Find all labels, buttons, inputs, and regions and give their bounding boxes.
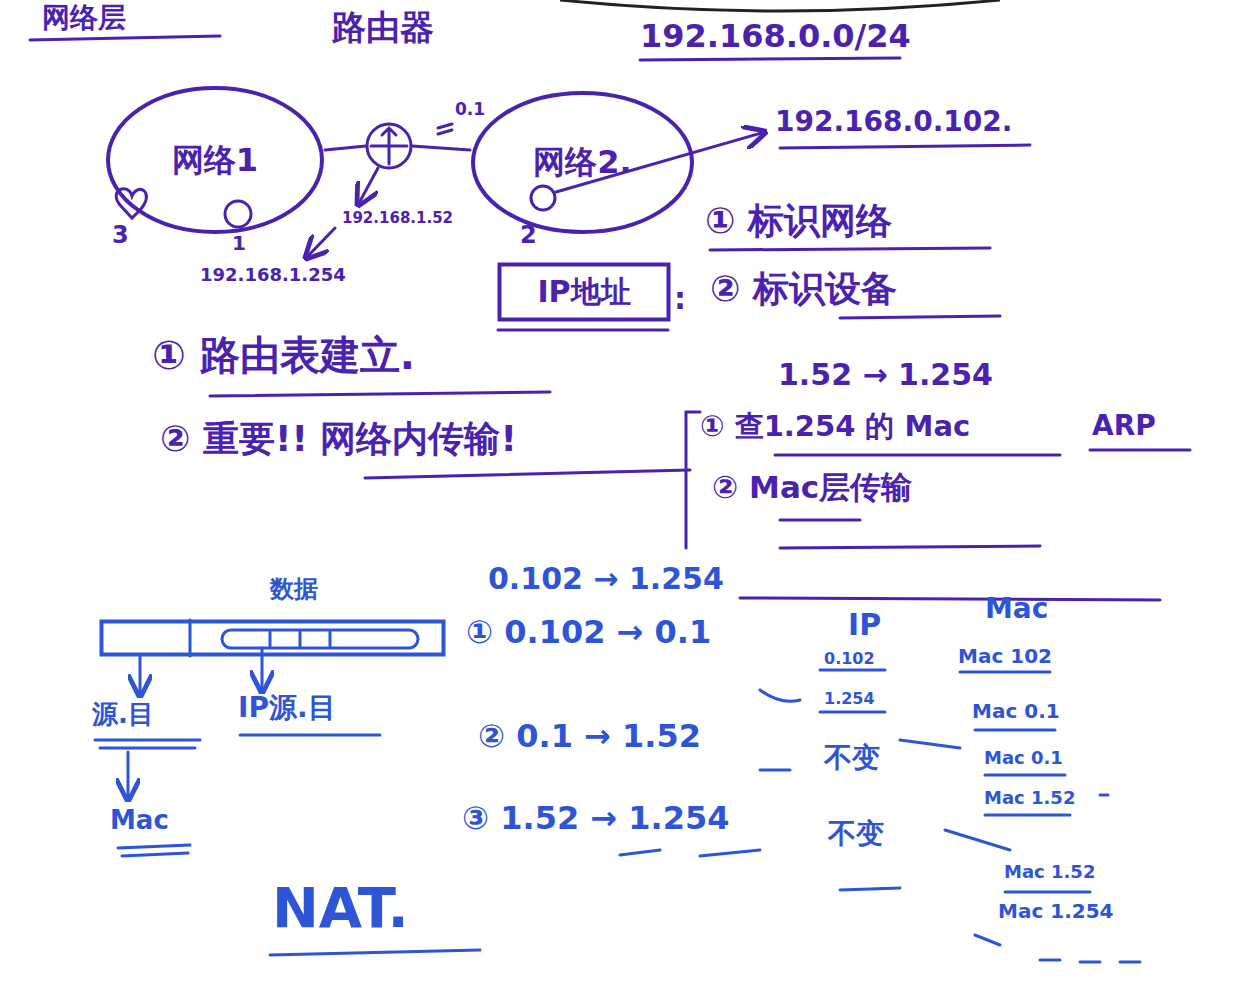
- note-label: 0.102: [824, 650, 875, 668]
- note-label: 1: [232, 232, 246, 255]
- note-label: :: [674, 282, 686, 317]
- note-label: ① 查1.254 的 Mac: [700, 410, 970, 443]
- note-label: 0.1: [455, 100, 485, 120]
- outline-shape: [500, 265, 669, 320]
- note-label: 不变: [828, 818, 884, 850]
- node-text: IP地址: [537, 275, 630, 310]
- note-label: 0.102 → 1.254: [488, 562, 724, 597]
- outline-shape: [102, 622, 444, 655]
- node-text: 网络1: [172, 142, 258, 179]
- note-label: 路由器: [332, 8, 434, 47]
- note-label: 1.52 → 1.254: [778, 358, 993, 393]
- note-label: 3: [112, 222, 129, 250]
- note-label: ARP: [1092, 410, 1156, 442]
- outline-shape: [108, 88, 322, 232]
- note-label: ③ 1.52 → 1.254: [462, 800, 730, 837]
- packet-box: 数据: [100, 620, 445, 656]
- note-label: Mac 1.254: [998, 900, 1113, 923]
- note-label: 源.目: [92, 700, 154, 730]
- process-box: IP地址: [498, 263, 670, 321]
- outline-shape: [473, 93, 692, 232]
- note-label: ① 标识网络: [705, 200, 892, 241]
- note-label: Mac 0.1: [972, 700, 1060, 723]
- note-label: 192.168.1.254: [200, 265, 346, 286]
- network-cloud: 网络2.: [470, 90, 695, 235]
- note-label: ② 标识设备: [710, 268, 897, 309]
- note-label: 1.254: [824, 690, 875, 708]
- note-label: 不变: [824, 742, 880, 774]
- note-label: Mac: [110, 806, 169, 836]
- node-heading: 数据: [270, 576, 318, 604]
- network-cloud: 网络1: [105, 85, 325, 235]
- note-label: ② Mac层传输: [712, 470, 912, 506]
- node-text: 网络2.: [533, 144, 631, 181]
- note-label: ② 重要!! 网络内传输!: [160, 418, 517, 459]
- note-label: IP源.目: [238, 692, 336, 724]
- note-label: 192.168.0.102.: [775, 106, 1012, 138]
- note-label: 192.168.1.52: [342, 210, 453, 227]
- note-label: Mac 1.52: [1004, 862, 1095, 883]
- note-label: ② 0.1 → 1.52: [478, 718, 701, 755]
- note-label: Mac 0.1: [984, 748, 1063, 769]
- note-label: ① 路由表建立.: [152, 332, 415, 378]
- note-label: Mac: [985, 593, 1048, 625]
- note-label: Mac 1.52: [984, 788, 1075, 809]
- note-label: Mac 102: [958, 645, 1052, 668]
- title: 网络层: [42, 2, 126, 34]
- note-label: NAT.: [272, 876, 409, 940]
- node-outline: [100, 620, 445, 656]
- note-label: IP: [848, 608, 881, 643]
- note-label: ① 0.102 → 0.1: [466, 614, 711, 651]
- note-label: 192.168.0.0/24: [640, 18, 911, 55]
